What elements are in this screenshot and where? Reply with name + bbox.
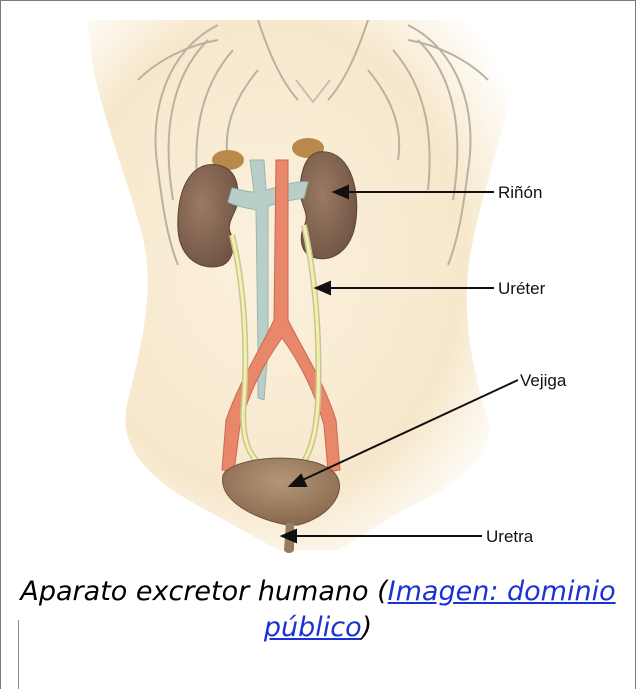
urethra-label: Uretra: [486, 527, 534, 546]
bladder-label: Vejiga: [520, 371, 567, 390]
kidney-label: Riñón: [498, 183, 542, 202]
excretory-system-illustration: Riñón Uréter Vejiga Uretra: [18, 20, 618, 562]
caption-text: Aparato excretor humano (: [20, 576, 387, 607]
frame-border-left: [0, 0, 1, 689]
frame-border-top: [0, 0, 636, 1]
caption-suffix: ): [362, 612, 373, 643]
ureter-label: Uréter: [498, 279, 546, 298]
figure-caption: Aparato excretor humano (Imagen: dominio…: [18, 574, 618, 646]
